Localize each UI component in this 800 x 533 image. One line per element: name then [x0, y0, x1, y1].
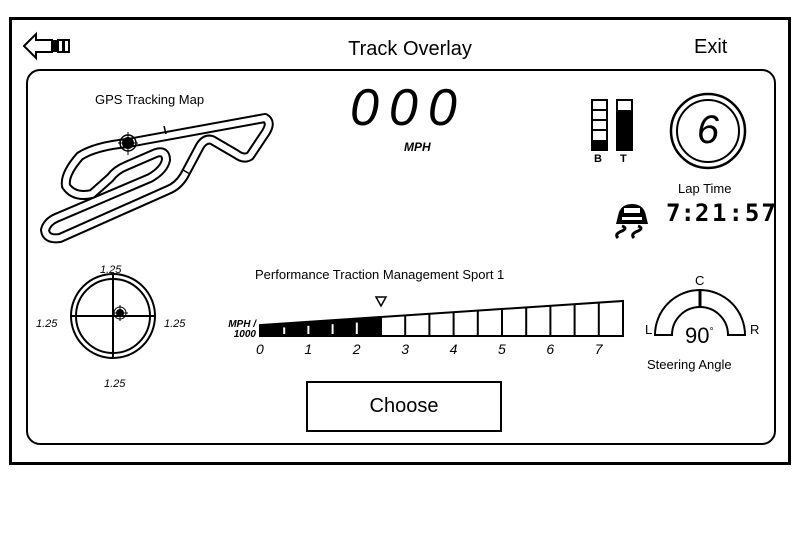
rpm-bar-fill: [260, 317, 381, 336]
gear-indicator: [669, 92, 747, 170]
traction-unit-top: MPH /: [228, 319, 256, 330]
steering-center-label: C: [695, 273, 705, 288]
g-top-label: 1.25: [100, 264, 122, 276]
steering-angle-value: 90°: [685, 323, 713, 349]
traction-unit: MPH / 1000: [212, 320, 256, 340]
rpm-tick-label: 6: [546, 341, 555, 357]
rpm-tick-label: 2: [352, 341, 361, 357]
brake-throttle-bars: [591, 99, 633, 151]
rpm-tick-label: 7: [594, 341, 603, 357]
degree-symbol: °: [709, 326, 714, 338]
g-bottom-label: 1.25: [104, 378, 126, 390]
steering-value: 90: [685, 323, 710, 348]
rpm-tick-label: 1: [304, 341, 313, 357]
rpm-tick-label: 3: [401, 341, 409, 357]
back-button[interactable]: [22, 31, 72, 66]
rpm-marker-icon: [374, 296, 388, 308]
rpm-tick-label: 0: [256, 341, 264, 357]
traction-title: Performance Traction Management Sport 1: [255, 267, 505, 282]
rpm-tick-label: 4: [449, 341, 458, 357]
lap-time-title: Lap Time: [678, 181, 732, 196]
gps-title: GPS Tracking Map: [95, 92, 205, 107]
throttle-label: T: [620, 153, 627, 165]
throttle-bar: [616, 99, 633, 151]
g-left-label: 1.25: [36, 318, 58, 330]
g-force-gauge: [70, 273, 156, 359]
speed-unit: MPH: [404, 140, 431, 154]
overlay-panel: [26, 69, 776, 445]
speed-value: 000: [350, 79, 467, 137]
steering-title: Steering Angle: [647, 357, 732, 372]
traction-car-icon: [615, 204, 648, 240]
back-arrow-icon: [22, 31, 70, 61]
steering-left-label: L: [645, 322, 653, 337]
lap-time-1: 7:2: [666, 199, 710, 227]
g-right-label: 1.25: [164, 318, 186, 330]
position-marker-icon: [118, 132, 138, 155]
lap-time-2: 1:57: [712, 199, 778, 227]
traction-unit-bottom: 1000: [233, 329, 256, 340]
gear-value: 6: [696, 108, 720, 152]
page-title: Track Overlay: [348, 38, 472, 60]
steering-right-label: R: [750, 322, 760, 337]
exit-button[interactable]: Exit: [694, 36, 728, 58]
display-frame: [9, 17, 791, 465]
brake-label: B: [594, 153, 602, 165]
brake-bar: [591, 99, 608, 151]
rpm-tick-label: 5: [498, 341, 506, 357]
g-force-marker-icon: [112, 305, 128, 321]
choose-button[interactable]: Choose: [306, 381, 502, 432]
steering-gauge: [653, 289, 747, 336]
